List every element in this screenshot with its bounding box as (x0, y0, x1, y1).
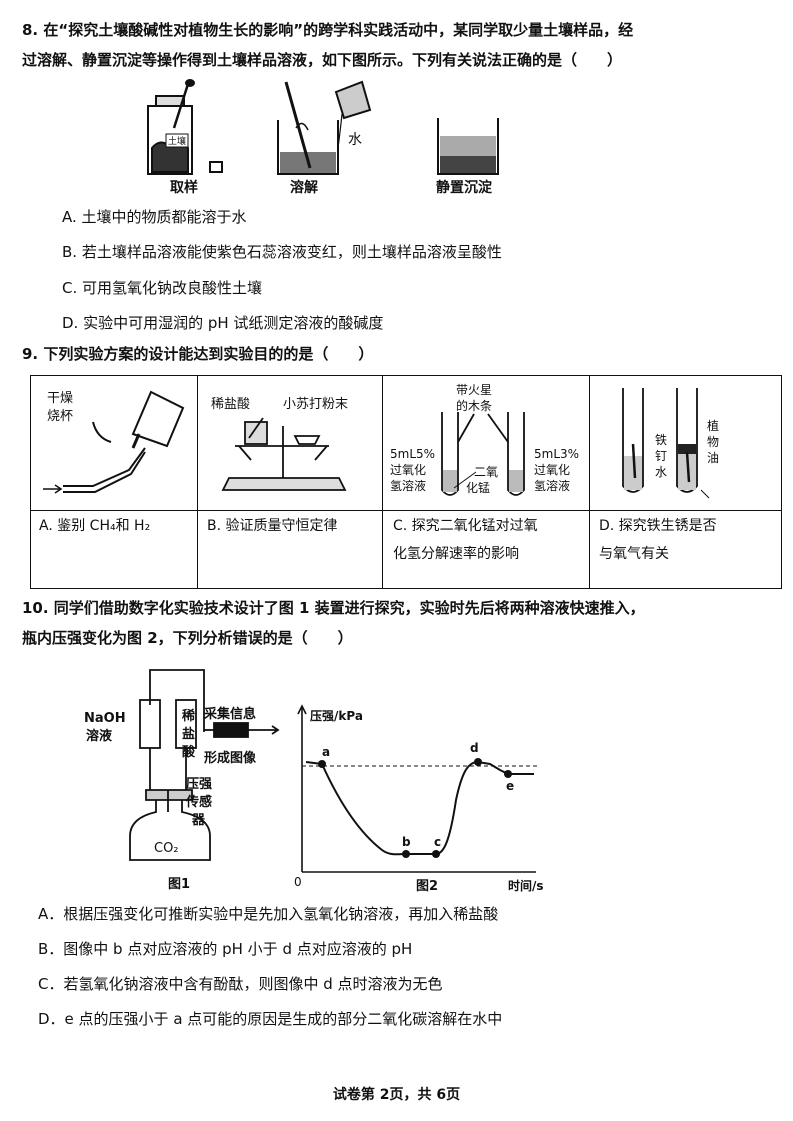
q9-cell3-caption-2: 化氢分解速率的影响 (393, 546, 519, 562)
iron-nail-tubes-drawing (622, 388, 710, 499)
right-tube-label-3: 氢溶液 (534, 478, 570, 493)
q9-cell3-caption-1: C. 探究二氧化锰对过氧 (393, 518, 538, 534)
naoh-label-2: 溶液 (86, 728, 112, 744)
settling-beaker-drawing (437, 118, 499, 175)
hcl-label-2: 盐 (182, 726, 195, 742)
collect-info-label: 采集信息 (203, 706, 256, 722)
point-b-label: b (402, 835, 411, 849)
point-b-dot (402, 850, 410, 858)
point-d-label: d (470, 741, 479, 755)
q10-stem-line2: 瓶内压强变化为图 2，下列分析错误的是（ ） (22, 629, 353, 647)
mno2-label-1: 二氧 (474, 465, 498, 479)
balance-drawing (221, 417, 347, 491)
pressure-sensor-label-3: 器 (191, 813, 206, 828)
q10-stem-line1: 10. 同学们借助数字化实验技术设计了图 1 装置进行探究，实验时先后将两种溶液… (22, 599, 645, 617)
left-tube-label-1: 5mL5% (390, 447, 435, 461)
figure2-caption: 图2 (416, 879, 438, 894)
point-d-dot (474, 758, 482, 766)
dissolving-beaker-drawing (277, 80, 372, 175)
glowing-splint-label-2: 的木条 (456, 398, 492, 413)
hcl-label-1: 稀 (182, 708, 195, 724)
q9-cell4-figure: 铁 钉 水 植 物 油 (622, 388, 719, 499)
point-c-dot (432, 850, 440, 858)
test-tubes-drawing (441, 412, 525, 496)
pressure-curve (305, 760, 534, 856)
apparatus-drawing (129, 669, 280, 861)
q10-option-b: B．图像中 b 点对应溶液的 pH 小于 d 点对应溶液的 pH (38, 940, 413, 958)
q9-cell2-figure: 稀盐酸 小苏打粉末 (211, 396, 348, 491)
q9-cell4-caption-1: D. 探究铁生锈是否 (599, 518, 717, 534)
y-axis-label: 压强/kPa (310, 709, 363, 723)
q8-stem-line1: 8. 在“探究土壤酸碱性对植物生长的影响”的跨学科实践活动中，某同学取少量土壤样… (22, 21, 634, 39)
point-a-label: a (322, 745, 330, 759)
point-c-label: c (434, 835, 441, 849)
q9-cell1-caption: A. 鉴别 CH₄和 H₂ (39, 518, 151, 534)
q8-option-c: C. 可用氢氧化钠改良酸性土壤 (62, 279, 263, 297)
step3-label: 静置沉淀 (436, 179, 493, 196)
vegetable-oil-label-1: 植 (707, 418, 719, 433)
iron-nail-label-2: 钉 (655, 449, 667, 463)
left-tube-label-3: 氢溶液 (390, 478, 426, 493)
q10-figure1: NaOH 溶液 稀 盐 酸 采集信息 形成图像 压强 传感 器 CO₂ 图1 (84, 669, 280, 892)
q8-option-d: D. 实验中可用湿润的 pH 试纸测定溶液的酸碱度 (62, 314, 384, 332)
left-tube-label-2: 过氧化 (390, 463, 426, 477)
mno2-label-2: 化锰 (466, 480, 490, 495)
q9-cell4-caption-2: 与氧气有关 (599, 546, 669, 562)
sampling-jar-drawing (147, 79, 223, 175)
step2-label: 溶解 (290, 179, 318, 196)
step1-label: 取样 (170, 179, 198, 196)
soil-label: 土壤 (168, 135, 186, 147)
inverted-beaker-drawing (63, 390, 185, 493)
q9-stem: 9. 下列实验方案的设计能达到实验目的的是（ ） (22, 345, 374, 363)
point-e-dot (504, 770, 512, 778)
dilute-hcl-label: 稀盐酸 (211, 397, 250, 412)
vegetable-oil-label-2: 物 (707, 435, 719, 449)
q10-option-d: D．e 点的压强小于 a 点可能的原因是生成的部分二氧化碳溶解在水中 (38, 1010, 503, 1028)
right-tube-label-1: 5mL3% (534, 447, 579, 461)
q9-options-table: 干燥 烧杯 A. 鉴别 CH₄和 H₂ 稀盐酸 小苏打粉末 B. 验证质量守恒定… (30, 375, 782, 589)
page-footer: 试卷第 2页，共 6页 (332, 1087, 461, 1103)
right-tube-label-2: 过氧化 (534, 463, 570, 477)
q8-stem-line2: 过溶解、静置沉淀等操作得到土壤样品溶液，如下图所示。下列有关说法正确的是（ ） (22, 51, 623, 69)
pressure-graph-axes (297, 704, 536, 873)
q10-option-a: A．根据压强变化可推断实验中是先加入氢氧化钠溶液，再加入稀盐酸 (38, 905, 499, 923)
origin-label: 0 (294, 875, 302, 889)
hcl-label-3: 酸 (182, 744, 196, 760)
x-axis-label: 时间/s (508, 878, 544, 893)
water-label: 水 (348, 132, 362, 148)
dry-beaker-label-1: 干燥 (47, 391, 73, 406)
q8-figure: 土壤 取样 水 溶解 静置沉淀 (147, 79, 499, 196)
figure1-caption: 图1 (168, 877, 190, 892)
co2-label: CO₂ (154, 841, 179, 856)
q9-cell2-caption: B. 验证质量守恒定律 (207, 518, 338, 534)
q10-option-c: C．若氢氧化钠溶液中含有酚酞，则图像中 d 点时溶液为无色 (38, 975, 443, 993)
form-image-label: 形成图像 (204, 750, 257, 766)
pressure-sensor-label-1: 压强 (186, 777, 212, 792)
q8-option-a: A. 土壤中的物质都能溶于水 (62, 208, 247, 226)
naoh-label-1: NaOH (84, 711, 126, 726)
iron-nail-label-1: 铁 (655, 433, 667, 447)
point-a-dot (318, 760, 326, 768)
q10-figure2: 压强/kPa 时间/s 0 图2 a b c d e (294, 704, 544, 894)
point-e-label: e (506, 779, 514, 793)
glowing-splint-label-1: 带火星 (456, 383, 492, 397)
q9-cell1-figure: 干燥 烧杯 (43, 390, 185, 494)
dry-beaker-label-2: 烧杯 (47, 409, 73, 424)
q9-cell3-figure: 带火星 的木条 5mL5% 过氧化 氢溶液 二氧 化锰 5mL3% 过氧化 氢溶… (390, 383, 579, 496)
vegetable-oil-label-3: 油 (707, 451, 719, 465)
pressure-sensor-label-2: 传感 (185, 794, 212, 810)
water-label: 水 (655, 465, 667, 479)
q8-option-b: B. 若土壤样品溶液能使紫色石蕊溶液变红，则土壤样品溶液呈酸性 (62, 243, 502, 261)
baking-soda-label: 小苏打粉末 (283, 396, 348, 412)
